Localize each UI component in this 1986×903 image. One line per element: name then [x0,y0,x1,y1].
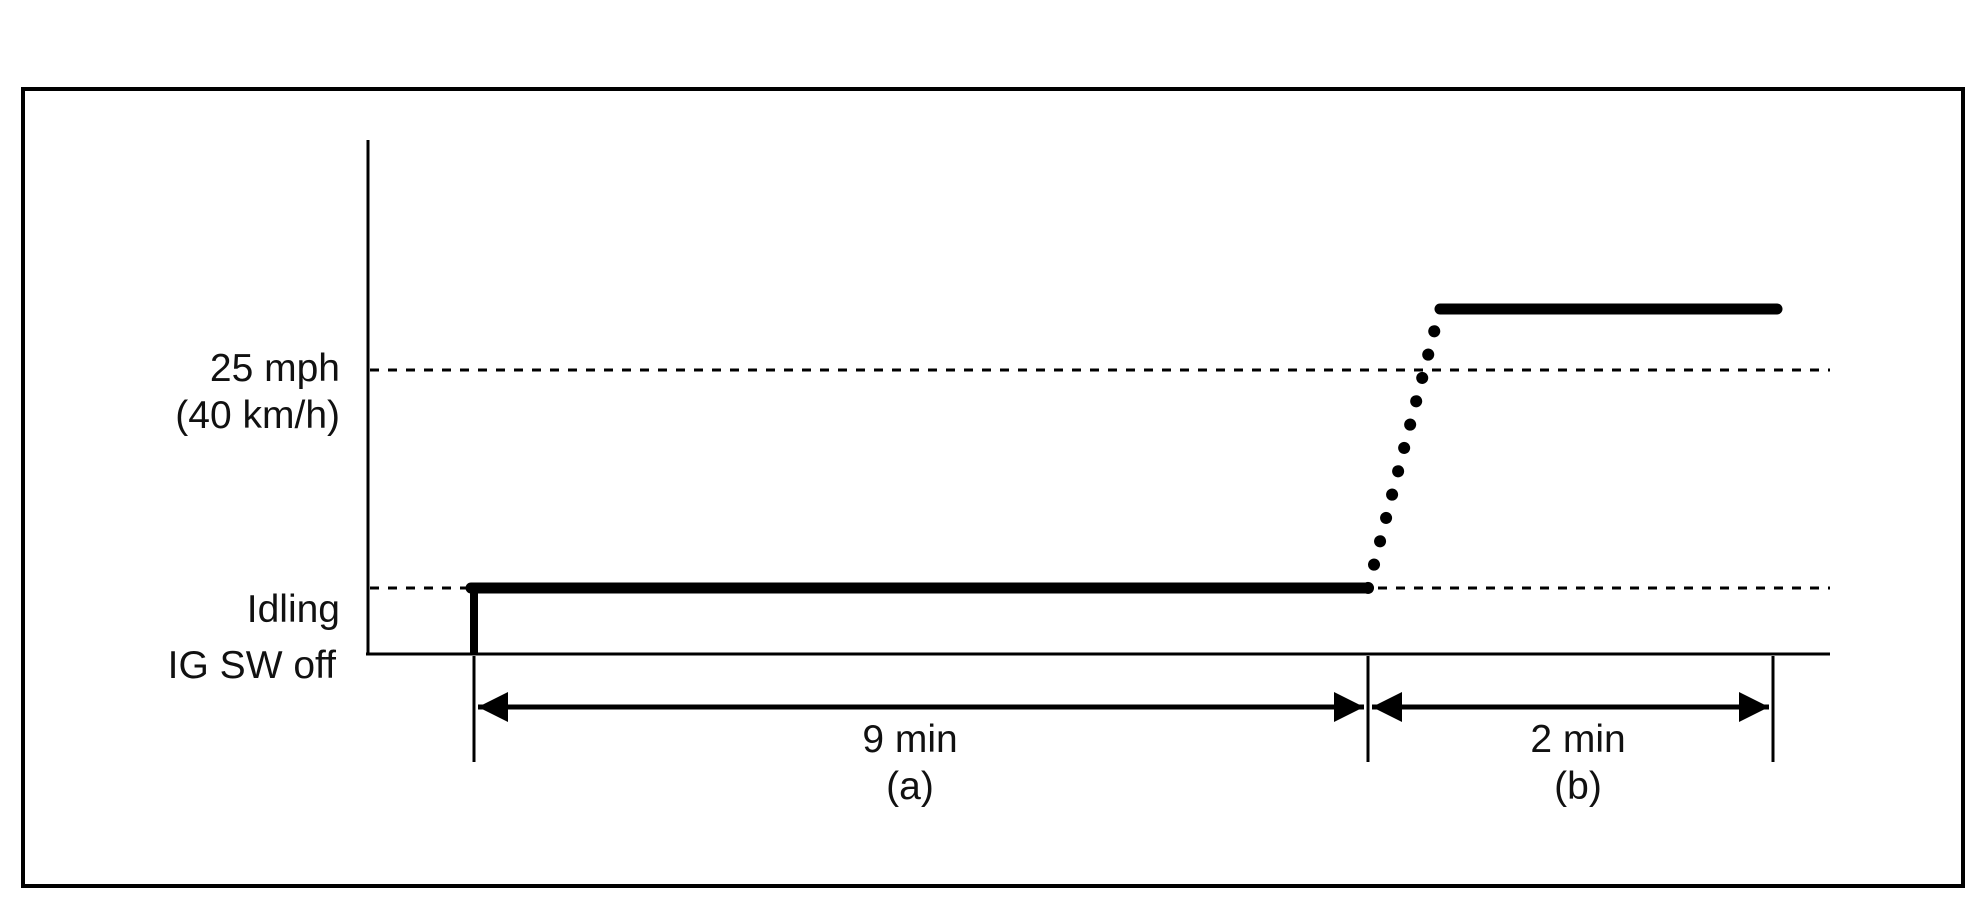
speed-label-kmh: (40 km/h) [175,394,340,437]
interval-a-duration: 9 min [862,718,957,761]
interval-b-duration: 2 min [1530,718,1625,761]
speed-label-mph: 25 mph [210,347,340,390]
profile-acceleration-dotted [1362,303,1446,594]
interval-b-tag: (b) [1554,765,1602,808]
idling-label: Idling [247,588,340,631]
ig-sw-off-label: IG SW off [168,644,336,687]
interval-a-tag: (a) [886,765,934,808]
outer-frame [21,87,1965,888]
